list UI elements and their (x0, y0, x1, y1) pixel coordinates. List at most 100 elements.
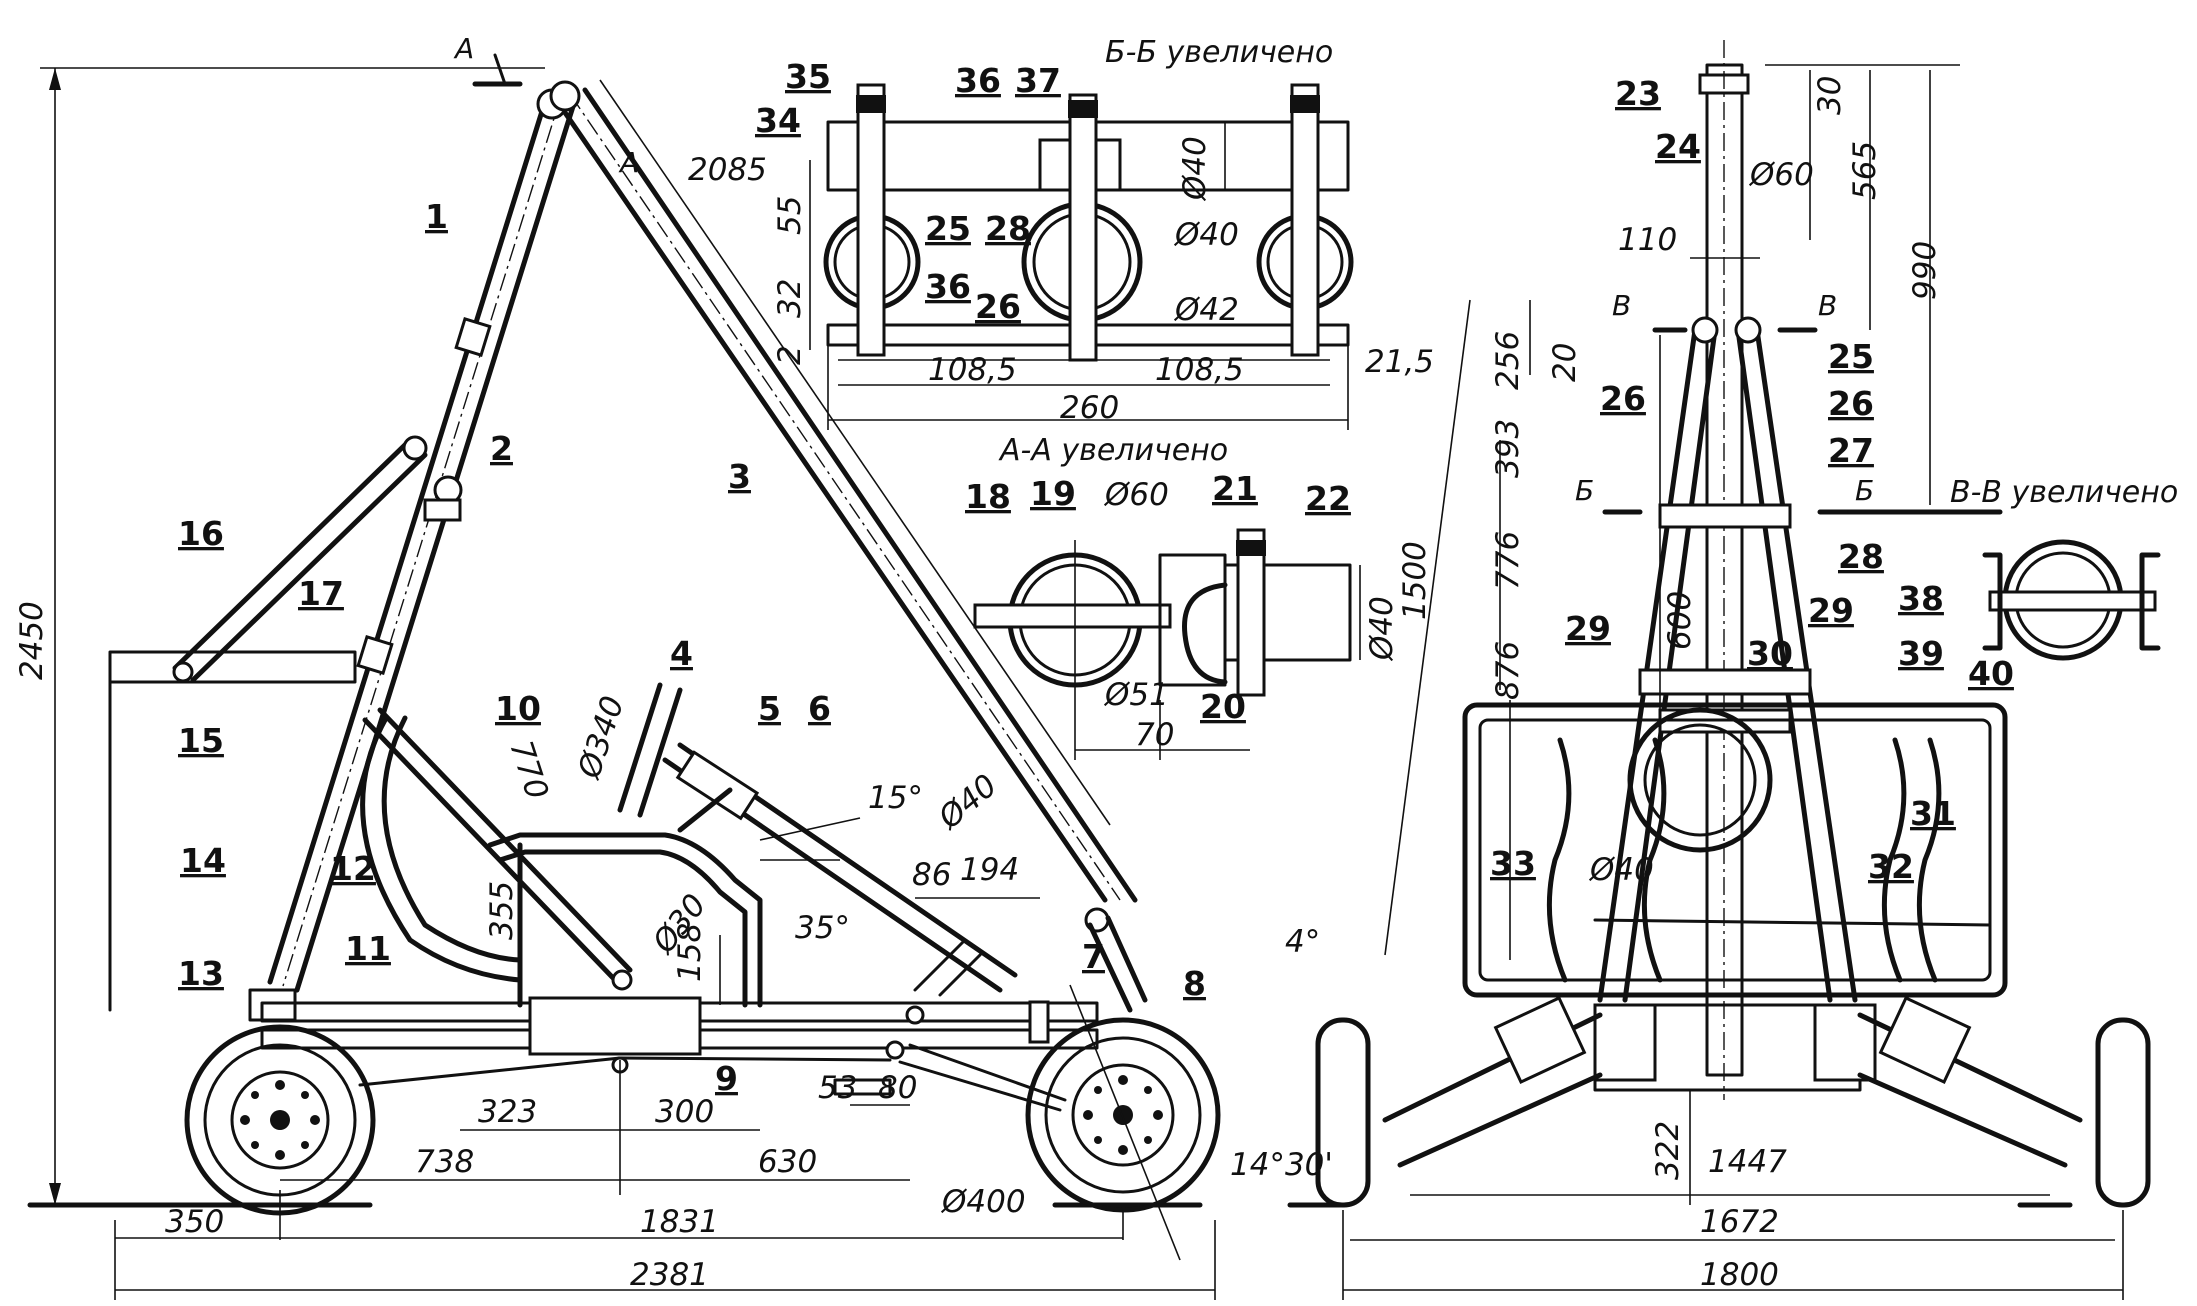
front-dim-776: 776 (1490, 531, 1526, 590)
front-dim-110: 110 (1618, 222, 1677, 258)
front-dim-600: 600 (1662, 591, 1698, 650)
part-label-25-front: 25 (1828, 337, 1874, 376)
part-label-24: 24 (1655, 127, 1701, 166)
front-dim-256: 256 (1490, 331, 1526, 390)
bb-dim-32: 32 (772, 279, 808, 318)
bb-dim-d40: Ø40 (1173, 217, 1239, 253)
part-label-17: 17 (298, 574, 344, 613)
part-label-1: 1 (425, 197, 448, 236)
dim-86: 86 (912, 857, 951, 893)
bb-dim-d40-vert: Ø40 (1177, 136, 1213, 202)
section-mark-a-boom: А (618, 146, 639, 179)
part-label-40: 40 (1968, 654, 2014, 693)
dim-80: 80 (878, 1070, 917, 1106)
section-mark-b-left: Б (1575, 474, 1594, 507)
part-label-36-bottom: 36 (925, 267, 971, 306)
part-label-15: 15 (178, 721, 224, 760)
dim-d340: Ø340 (571, 692, 632, 785)
part-label-20: 20 (1200, 687, 1246, 726)
part-label-16: 16 (178, 514, 224, 553)
section-mark-b-right: Б (1855, 474, 1874, 507)
dim-14deg30: 14°30' (1230, 1147, 1333, 1183)
bb-dim-21-5: 21,5 (1365, 344, 1434, 380)
dim-35deg: 35° (795, 910, 850, 946)
bb-dim-260: 260 (1060, 390, 1119, 426)
front-dim-990: 990 (1907, 241, 1943, 300)
part-label-23: 23 (1615, 74, 1661, 113)
aa-dim-d51: Ø51 (1103, 677, 1169, 713)
part-label-8: 8 (1183, 964, 1206, 1003)
part-label-7: 7 (1082, 937, 1105, 976)
bb-dim-2: 2 (772, 345, 808, 365)
dim-194: 194 (960, 852, 1019, 888)
dim-15deg: 15° (868, 780, 923, 816)
front-dim-322: 322 (1650, 1121, 1686, 1180)
front-dim-565: 565 (1847, 141, 1883, 200)
front-dim-393: 393 (1490, 419, 1526, 478)
part-label-31: 31 (1910, 794, 1956, 833)
part-label-28-section: 28 (985, 209, 1031, 248)
aa-dim-d40: Ø40 (1364, 596, 1400, 662)
section-aa-title: А-А увеличено (998, 433, 1228, 468)
front-dim-30: 30 (1812, 76, 1848, 115)
dim-630: 630 (758, 1144, 817, 1180)
dim-height-2450: 2450 (14, 601, 50, 680)
part-label-11: 11 (345, 929, 391, 968)
part-label-22: 22 (1305, 479, 1351, 518)
section-mark-a-top: А (453, 32, 474, 65)
section-vv (1982, 539, 2161, 661)
part-label-14: 14 (180, 841, 226, 880)
bb-dim-55: 55 (772, 196, 808, 235)
front-dim-1672: 1672 (1700, 1204, 1779, 1240)
part-label-39: 39 (1898, 634, 1944, 673)
front-wheel (1025, 984, 1221, 1261)
bb-dim-108-right: 108,5 (1155, 352, 1244, 388)
side-view (27, 53, 1221, 1300)
part-label-5: 5 (758, 689, 781, 728)
part-label-26-section: 26 (975, 287, 1021, 326)
part-label-37: 37 (1015, 61, 1061, 100)
front-view (1287, 40, 2151, 1300)
rear-wheel (184, 1024, 376, 1216)
aa-dim-70: 70 (1135, 717, 1174, 753)
part-label-9: 9 (715, 1059, 738, 1098)
dim-158: 158 (672, 923, 708, 982)
section-bb (809, 83, 1354, 430)
part-label-27: 27 (1828, 431, 1874, 470)
bb-dim-d42: Ø42 (1173, 292, 1239, 328)
dim-boom-2085: 2085 (688, 152, 767, 188)
dim-d40: Ø40 (930, 768, 1004, 838)
dim-738: 738 (415, 1144, 474, 1180)
part-label-29-left: 29 (1565, 609, 1611, 648)
front-dim-d40: Ø40 (1588, 852, 1654, 888)
part-label-26-front-right: 26 (1828, 384, 1874, 423)
dim-300: 300 (655, 1094, 714, 1130)
front-dim-1447: 1447 (1708, 1144, 1787, 1180)
part-label-3: 3 (728, 457, 751, 496)
dim-323: 323 (478, 1094, 537, 1130)
part-label-10: 10 (495, 689, 541, 728)
part-label-32: 32 (1868, 847, 1914, 886)
part-label-21: 21 (1212, 469, 1258, 508)
aa-dim-1500: 1500 (1397, 541, 1433, 620)
part-label-19: 19 (1030, 474, 1076, 513)
part-label-25-section: 25 (925, 209, 971, 248)
dim-1831: 1831 (640, 1204, 719, 1240)
part-label-34: 34 (755, 101, 801, 140)
part-label-18: 18 (965, 477, 1011, 516)
section-mark-v-right: В (1818, 289, 1837, 322)
part-label-33: 33 (1490, 844, 1536, 883)
part-label-38: 38 (1898, 579, 1944, 618)
part-label-4: 4 (670, 634, 693, 673)
section-vv-title: В-В увеличено (1950, 475, 2178, 510)
part-label-35: 35 (785, 57, 831, 96)
part-label-29-right: 29 (1808, 591, 1854, 630)
part-label-6: 6 (808, 689, 831, 728)
bb-dim-108-left: 108,5 (928, 352, 1017, 388)
front-dim-876: 876 (1490, 641, 1526, 700)
part-label-2: 2 (490, 429, 513, 468)
part-label-28-front: 28 (1838, 537, 1884, 576)
section-mark-v-left: В (1612, 289, 1631, 322)
front-dim-1800: 1800 (1700, 1257, 1779, 1293)
